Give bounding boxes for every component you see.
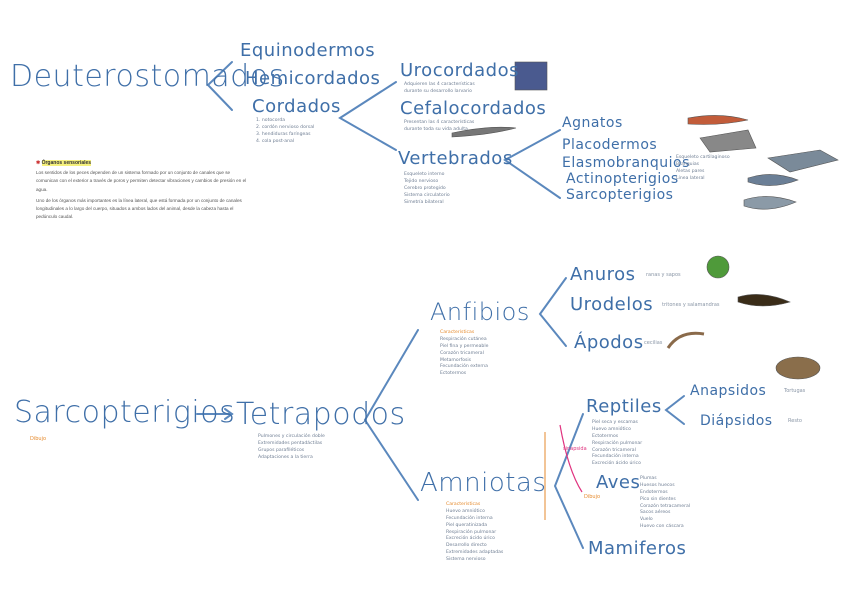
document-excerpt: ✱ Órganos sensoriales Los sentidos de lo…: [36, 160, 250, 260]
urocordado-photo: [515, 62, 547, 90]
node-aves: Aves: [596, 474, 640, 492]
notes-aves: Plumas Huesos huecos Endotermos Pico sin…: [640, 476, 690, 531]
aves-note: Dibujo: [584, 494, 600, 500]
brace-vertebrados: [505, 130, 560, 198]
reptiles-clade-label: sinapsida: [563, 446, 587, 452]
node-amniotas: Amniotas: [420, 470, 546, 496]
brace-reptiles: [666, 396, 684, 424]
notes-anfibios: Características Respiración cutánea Piel…: [440, 330, 488, 378]
document-heading: ✱ Órganos sensoriales: [36, 160, 250, 166]
node-reptiles: Reptiles: [586, 398, 662, 416]
node-placodermos: Placodermos: [562, 138, 657, 152]
notes-peces: Esqueleto cartilaginoso Branquias Aletas…: [676, 155, 730, 183]
diapsidos-note: Resto: [788, 418, 802, 424]
node-apodos: Ápodos: [574, 334, 644, 352]
notes-amniotas: Características Huevo amniótico Fecundac…: [446, 502, 503, 564]
actinopterigio-drawing: [748, 174, 798, 185]
node-cefalocordados: Cefalocordados: [400, 100, 546, 118]
brace-amniotas: [555, 414, 583, 548]
node-elasmobranquios: Elasmobranquios: [562, 156, 690, 170]
brace-anfibios: [540, 278, 566, 346]
notes-cordados: 1. notocorda 2. cordón nervioso dorsal 3…: [256, 118, 314, 146]
agnato-drawing: [688, 115, 748, 124]
node-diapsidos: Diápsidos: [700, 414, 773, 428]
sarcopterigio-drawing: [744, 196, 796, 209]
turtle-drawing: [776, 357, 820, 379]
node-anfibios: Anfibios: [430, 300, 530, 324]
node-sarcopterigios: Sarcopterigios: [14, 398, 235, 428]
node-cordados: Cordados: [252, 98, 341, 116]
node-urodelos: Urodelos: [570, 296, 653, 314]
document-paragraph-2: Uno de los órganos más importantes es la…: [36, 197, 250, 222]
notes-urocordados: Adquieren las 4 características durante …: [404, 82, 475, 96]
notes-cefalocordados: Presentan las 4 características durante …: [404, 120, 474, 134]
node-agnatos: Agnatos: [562, 116, 623, 130]
clade-line-pink: [560, 425, 582, 492]
urodelos-note: tritones y salamandras: [662, 302, 720, 308]
node-equinodermos: Equinodermos: [240, 42, 375, 60]
node-sarcopterigios-fish: Sarcopterigios: [566, 188, 673, 202]
anuros-note: ranas y sapos: [646, 272, 681, 278]
document-paragraph-1: Los sentidos de los peces dependen de un…: [36, 169, 250, 194]
node-deuterostomados: Deuterostomados: [10, 62, 285, 92]
node-anapsidos: Anapsidos: [690, 384, 766, 398]
anapsidos-note: Tortugas: [784, 388, 805, 394]
brace-cordados: [340, 82, 396, 150]
elasmobranquio-drawing: [768, 150, 838, 172]
notes-tetrapodos: Pulmones y circulación doble Extremidade…: [258, 434, 325, 462]
placodermo-drawing: [700, 130, 756, 152]
salamander-drawing: [738, 294, 790, 306]
notes-reptiles: Piel seca y escamas Huevo amniótico Ecto…: [592, 420, 642, 468]
node-tetrapodos: Tetrapodos: [236, 400, 406, 430]
sarcopterigios-note: Dibujo: [30, 436, 46, 442]
node-urocordados: Urocordados: [400, 62, 519, 80]
node-hemicordados: Hemicordados: [245, 70, 380, 88]
node-anuros: Anuros: [570, 266, 636, 284]
cecilia-drawing: [668, 333, 704, 348]
node-actinopterigios: Actinopterigios: [566, 172, 679, 186]
node-mamiferos: Mamiferos: [588, 540, 686, 558]
apodos-note: cecilias: [644, 340, 662, 346]
node-vertebrados: Vertebrados: [398, 150, 513, 168]
frog-drawing: [707, 256, 729, 278]
notes-vertebrados: Esqueleto interno Tejido nervioso Cerebr…: [404, 172, 450, 206]
